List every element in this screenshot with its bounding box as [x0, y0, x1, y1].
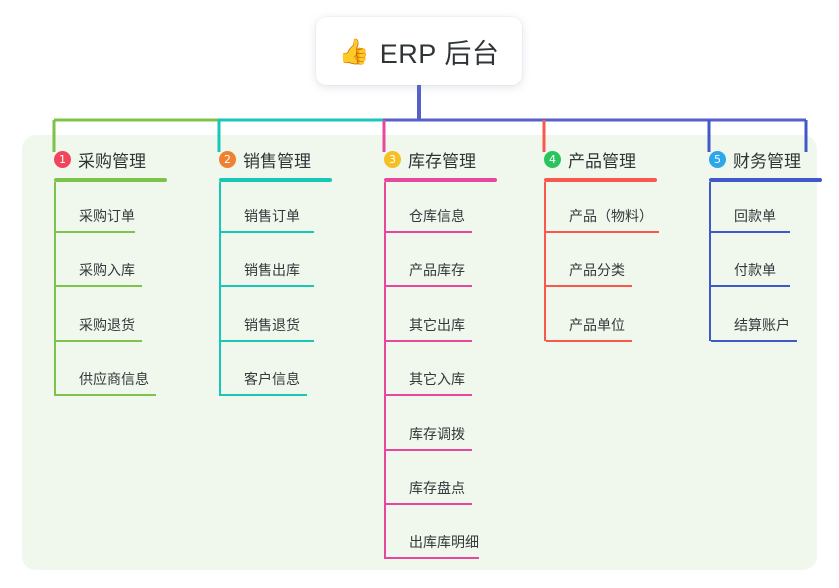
leaf-underline — [221, 231, 314, 233]
leaf-underline — [386, 448, 472, 451]
leaf-label: 出库库明细 — [409, 534, 479, 551]
branch-column-3: 3 库存管理仓库信息产品库存其它出库其它入库库存调拨库存盘点出库库明细 — [368, 146, 497, 560]
leaf-underline — [56, 285, 142, 288]
branch-header-1[interactable]: 1 采购管理 — [38, 146, 146, 172]
leaf-label: 产品库存 — [409, 262, 465, 279]
branch-number-badge: 5 — [709, 150, 726, 168]
leaf-underline — [711, 285, 790, 288]
leaf-underline — [386, 285, 472, 288]
leaf-underline — [386, 394, 472, 397]
branch-number-badge: 4 — [544, 150, 561, 168]
leaf-underline — [386, 502, 472, 505]
leaf-underline — [221, 339, 314, 342]
branch-number-badge: 3 — [384, 150, 401, 168]
leaf-label: 采购退货 — [79, 316, 135, 333]
leaf-underline — [711, 339, 797, 342]
root-node-title: ERP 后台 — [379, 38, 500, 69]
branch-header-underline — [54, 178, 167, 182]
branch-header-underline — [709, 178, 822, 182]
leaf-underline — [546, 285, 632, 288]
branch-header-underline — [544, 178, 657, 182]
branch-title: 产品管理 — [568, 151, 636, 171]
leaf-spine — [709, 182, 711, 342]
leaf-spine — [219, 182, 221, 396]
leaf-underline — [386, 231, 472, 233]
leaf-underline — [386, 557, 479, 560]
leaf-label: 客户信息 — [244, 371, 300, 388]
leaf-label: 结算账户 — [734, 316, 790, 333]
leaf-underline — [56, 339, 142, 342]
leaf-spine — [544, 182, 546, 342]
leaf-underline — [546, 231, 659, 233]
branch-header-4[interactable]: 4 产品管理 — [528, 146, 636, 172]
leaf-underline — [221, 285, 314, 288]
leaf-label: 采购订单 — [79, 208, 135, 224]
branch-header-underline — [384, 178, 497, 182]
leaf-label: 回款单 — [734, 208, 776, 224]
branch-header-underline — [219, 178, 332, 182]
branch-header-2[interactable]: 2 销售管理 — [203, 146, 311, 172]
leaf-label: 采购入库 — [79, 262, 135, 279]
leaf-label: 付款单 — [734, 262, 776, 279]
leaf-label: 其它入库 — [409, 371, 465, 388]
leaf-label: 其它出库 — [409, 316, 465, 333]
branch-header-3[interactable]: 3 库存管理 — [368, 146, 476, 172]
branch-number-badge: 1 — [54, 150, 71, 168]
branch-title: 库存管理 — [408, 151, 476, 171]
branch-column-1: 1 采购管理采购订单采购入库采购退货供应商信息 — [38, 146, 167, 397]
leaf-underline — [386, 339, 472, 342]
leaf-label: 供应商信息 — [79, 371, 149, 388]
leaf-label: 库存调拨 — [409, 425, 465, 442]
branch-header-5[interactable]: 5 财务管理 — [693, 146, 801, 172]
leaf-underline — [221, 394, 307, 397]
leaf-label: 销售退货 — [244, 316, 300, 333]
leaf-label: 销售订单 — [244, 208, 300, 224]
leaf-label: 产品单位 — [569, 316, 625, 333]
leaf-label: 产品分类 — [569, 262, 625, 279]
branch-column-5: 5 财务管理回款单付款单结算账户 — [693, 146, 822, 342]
leaf-label: 库存盘点 — [409, 479, 465, 496]
branch-title: 财务管理 — [733, 151, 801, 171]
leaf-spine — [54, 182, 56, 396]
branch-title: 采购管理 — [78, 151, 146, 171]
leaf-underline — [546, 339, 632, 342]
leaf-label: 产品（物料） — [569, 208, 653, 224]
leaf-underline — [56, 231, 135, 233]
branch-title: 销售管理 — [243, 151, 311, 171]
branch-column-4: 4 产品管理产品（物料） 产品分类产品单位 — [528, 146, 659, 342]
leaf-underline — [711, 231, 790, 233]
root-node-card[interactable]: 👍 ERP 后台 — [316, 17, 522, 85]
leaf-underline — [56, 394, 156, 397]
branches-panel — [22, 135, 817, 570]
leaf-label: 仓库信息 — [409, 208, 465, 224]
leaf-spine — [384, 182, 386, 559]
thumbs-up-icon: 👍 — [338, 37, 370, 66]
leaf-label: 销售出库 — [244, 262, 300, 279]
branch-number-badge: 2 — [219, 150, 236, 168]
branch-column-2: 2 销售管理销售订单销售出库销售退货客户信息 — [203, 146, 332, 397]
